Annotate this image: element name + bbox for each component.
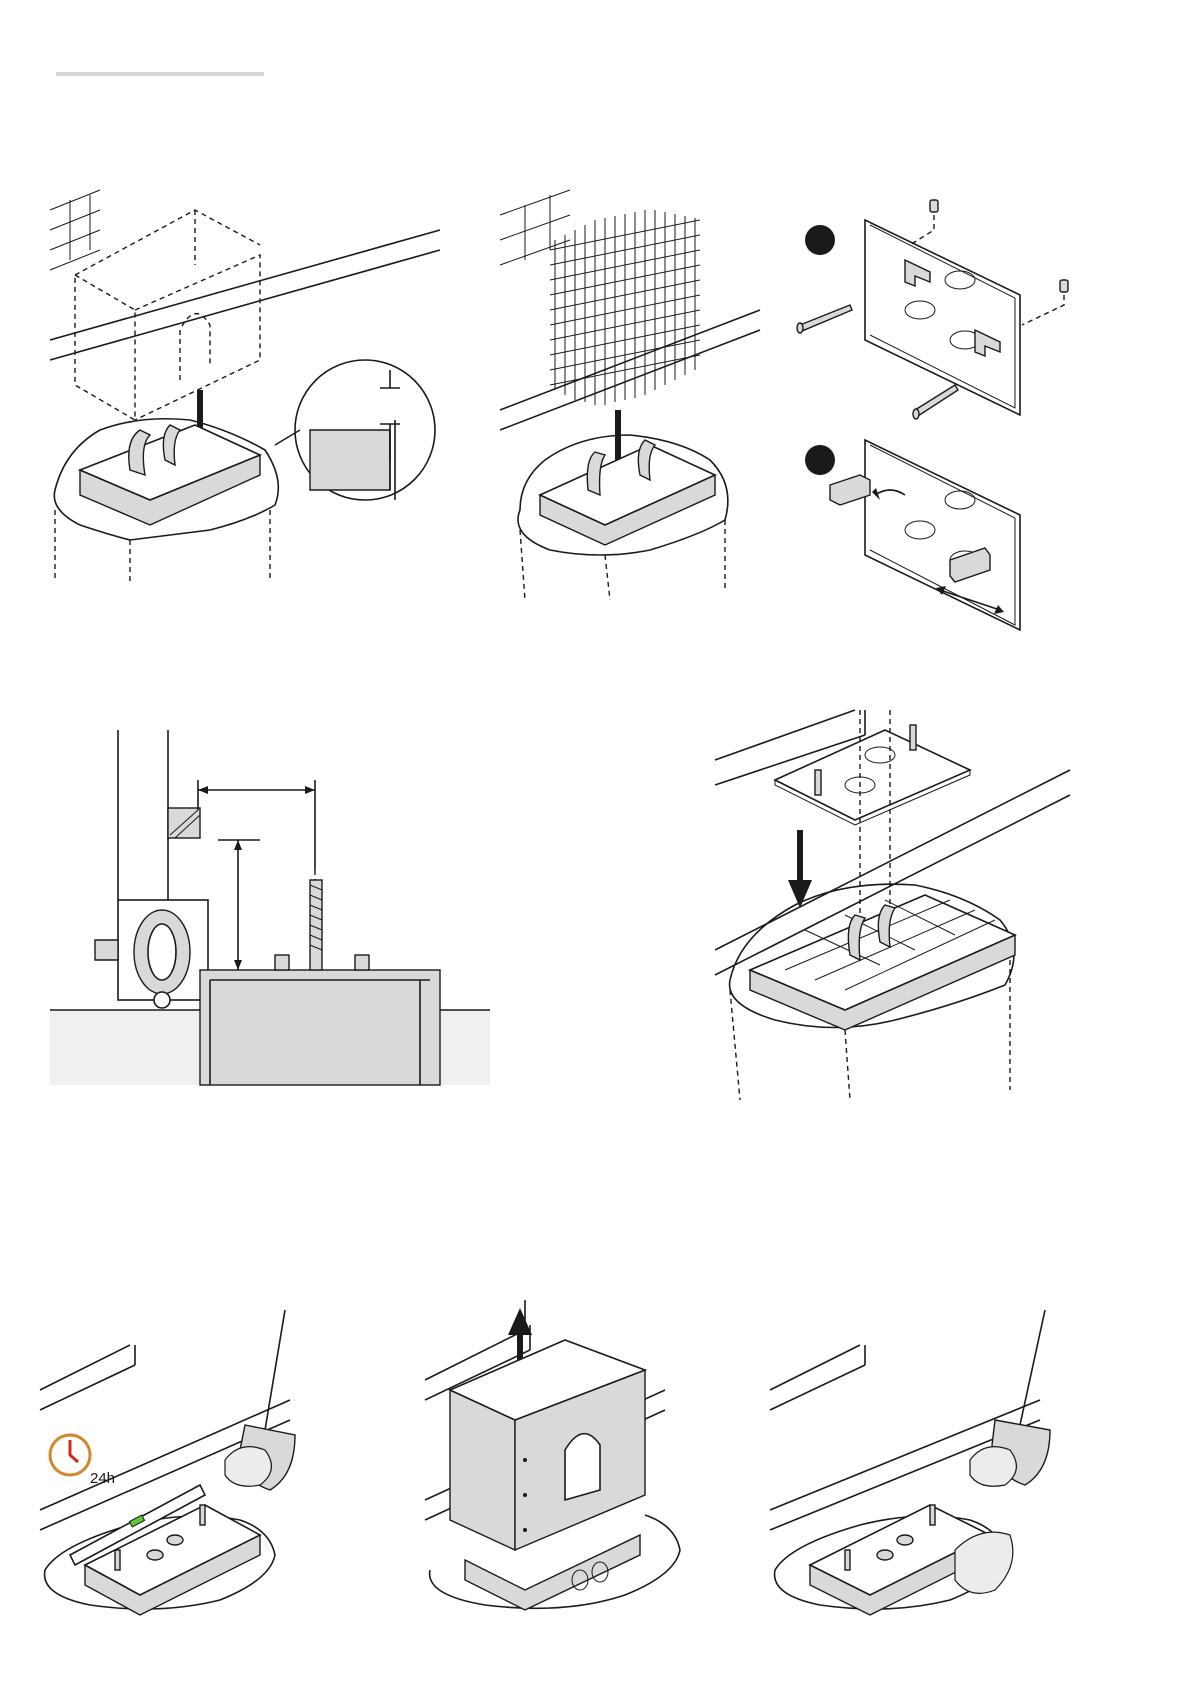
dimension-arrow-icon	[198, 780, 315, 970]
down-arrow-icon	[788, 830, 812, 908]
formwork-box-icon	[75, 210, 260, 420]
foundation-pit	[54, 419, 278, 585]
cure-time-label: 24h	[90, 1470, 115, 1487]
fig-remove-formwork	[425, 1300, 695, 1620]
wall-bricks	[50, 190, 440, 360]
step-1-marker	[805, 225, 835, 255]
header-rule	[56, 72, 264, 76]
fig-plate-assembly	[790, 190, 1090, 630]
rebar-cage-icon	[730, 884, 1015, 1100]
shovel-icon	[225, 1310, 295, 1490]
fig-plate-insertion	[715, 710, 1085, 1100]
step-2-marker	[805, 445, 835, 475]
fig-formwork-placement	[50, 190, 450, 610]
foundation-pit	[518, 435, 728, 600]
rebar-cage-icon	[550, 210, 700, 405]
fig-rebar-cage	[500, 190, 760, 610]
base-plate-icon	[865, 220, 1020, 415]
bracket-icon	[830, 440, 1020, 630]
fig-pour-concrete: 24h	[40, 1310, 360, 1620]
shovel-icon	[970, 1310, 1050, 1486]
fig-gate-distance	[50, 730, 490, 1085]
formwork-box-icon	[450, 1340, 645, 1550]
wall-bricks	[500, 190, 760, 430]
fig-backfill	[770, 1310, 1090, 1620]
gate-leaf	[118, 730, 200, 900]
timer-icon: 24h	[50, 1435, 115, 1487]
detail-zoom-icon	[275, 360, 435, 500]
foundation-block	[200, 880, 440, 1085]
